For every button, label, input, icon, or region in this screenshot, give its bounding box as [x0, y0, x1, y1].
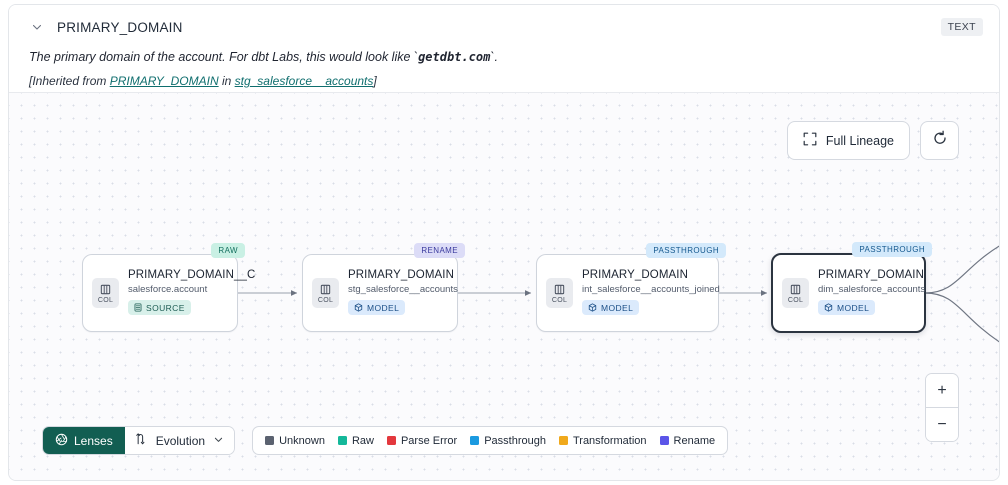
refresh-icon — [932, 130, 948, 151]
column-icon: COL — [312, 278, 339, 308]
node-type-badge: SOURCE — [128, 300, 191, 315]
column-icon-label: COL — [97, 296, 114, 304]
legend-swatch — [659, 436, 669, 445]
node-badge-label: SOURCE — [146, 302, 185, 313]
full-lineage-button[interactable]: Full Lineage — [786, 121, 910, 160]
column-icon-label: COL — [317, 296, 334, 304]
database-icon — [134, 303, 142, 312]
chevron-down-icon[interactable] — [29, 19, 45, 35]
legend-item-passthrough[interactable]: Passthrough — [470, 435, 546, 447]
column-icon: COL — [546, 278, 573, 308]
inherited-middle: in — [218, 73, 235, 88]
description-text: The primary domain of the account. For d… — [29, 50, 419, 64]
legend-swatch — [265, 436, 275, 445]
node-tag: RENAME — [414, 243, 465, 258]
inherited-model-link[interactable]: stg_salesforce__accounts — [234, 73, 374, 88]
legend-item-transformation[interactable]: Transformation — [558, 434, 647, 447]
legend-label: Transformation — [572, 434, 647, 447]
column-icon-label: COL — [787, 296, 804, 304]
node-badge-label: MODEL — [367, 302, 400, 313]
description-code: getdbt.com — [418, 50, 491, 64]
column-lineage-card: PRIMARY_DOMAIN TEXT The primary domain o… — [8, 4, 1000, 481]
zoom-out-button[interactable]: − — [926, 408, 958, 441]
node-type-badge: MODEL — [348, 300, 406, 315]
lens-segmented-control: Lenses Evolution — [42, 426, 236, 455]
cube-icon — [824, 303, 833, 312]
column-icon: COL — [782, 278, 809, 308]
legend-label: Unknown — [279, 434, 325, 447]
zoom-divider — [926, 407, 958, 408]
refresh-button[interactable] — [920, 121, 959, 160]
page-title: PRIMARY_DOMAIN — [57, 19, 183, 35]
node-name: PRIMARY_DOMAIN — [582, 269, 688, 281]
canvas-bottom-bar: Lenses Evolution — [42, 426, 729, 455]
type-badge: TEXT — [940, 18, 983, 36]
lineage-canvas[interactable]: RAW COL PRIMARY_DOMAIN__C salesforce.acc… — [9, 93, 999, 480]
cube-icon — [354, 303, 363, 312]
legend-swatch — [470, 436, 480, 445]
node-tag: RAW — [211, 243, 245, 258]
legend-item-raw[interactable]: Raw — [337, 434, 374, 447]
inherited-from: [Inherited from PRIMARY_DOMAIN in stg_sa… — [29, 74, 983, 88]
lineage-legend: Unknown Raw Parse Error Passthrough Tran… — [252, 426, 729, 455]
node-name: PRIMARY_DOMAIN__C — [128, 269, 256, 281]
node-tag: PASSTHROUGH — [646, 243, 726, 258]
lenses-label: Lenses — [74, 433, 113, 448]
inherited-prefix: [Inherited from — [29, 73, 110, 88]
lenses-button[interactable]: Lenses — [43, 427, 125, 454]
column-icon: COL — [92, 278, 119, 308]
node-source: dim_salesforce_accounts — [818, 284, 926, 295]
legend-item-parse-error[interactable]: Parse Error — [386, 434, 458, 447]
description-suffix: `. — [490, 50, 498, 64]
column-description: The primary domain of the account. For d… — [29, 49, 983, 66]
zoom-controls: + − — [925, 373, 959, 442]
legend-label: Rename — [673, 434, 716, 447]
node-badge-label: MODEL — [601, 302, 634, 313]
expand-icon — [803, 132, 817, 149]
inherited-column-link[interactable]: PRIMARY_DOMAIN — [109, 73, 219, 88]
node-source: salesforce.account — [128, 284, 208, 295]
legend-swatch — [337, 436, 347, 445]
zoom-in-button[interactable]: + — [926, 374, 958, 407]
lineage-node[interactable]: RENAME COL PRIMARY_DOMAIN stg_salesforce… — [302, 243, 465, 332]
evolution-dropdown[interactable]: Evolution — [124, 427, 235, 454]
node-name: PRIMARY_DOMAIN — [818, 269, 924, 281]
node-badge-label: MODEL — [837, 302, 870, 313]
legend-label: Raw — [351, 434, 374, 447]
node-tag: PASSTHROUGH — [852, 242, 932, 257]
legend-item-rename[interactable]: Rename — [659, 434, 716, 447]
lineage-node-selected[interactable]: PASSTHROUGH COL PRIMARY_DOMAIN dim_sales… — [771, 242, 932, 333]
node-source: stg_salesforce__accounts — [348, 284, 458, 295]
full-lineage-label: Full Lineage — [825, 133, 894, 148]
evolution-label: Evolution — [155, 433, 206, 448]
node-source: int_salesforce__accounts_joined — [582, 284, 720, 295]
evolution-icon — [135, 432, 148, 449]
lineage-node[interactable]: PASSTHROUGH COL PRIMARY_DOMAIN int_sales… — [536, 243, 726, 332]
legend-item-unknown[interactable]: Unknown — [265, 435, 325, 447]
legend-label: Passthrough — [484, 434, 546, 447]
canvas-toolbar: Full Lineage — [786, 121, 959, 160]
column-icon-label: COL — [551, 296, 568, 304]
node-type-badge: MODEL — [582, 300, 640, 315]
inherited-suffix: ] — [373, 73, 377, 88]
column-header: PRIMARY_DOMAIN TEXT The primary domain o… — [9, 5, 999, 93]
node-type-badge: MODEL — [818, 300, 876, 315]
legend-label: Parse Error — [400, 434, 458, 447]
cube-icon — [588, 303, 597, 312]
legend-swatch — [386, 436, 396, 445]
chevron-down-icon — [213, 434, 224, 448]
lineage-node[interactable]: RAW COL PRIMARY_DOMAIN__C salesforce.acc… — [82, 243, 256, 332]
aperture-icon — [55, 433, 68, 449]
legend-swatch — [558, 436, 568, 445]
node-name: PRIMARY_DOMAIN — [348, 269, 454, 281]
lineage-edges — [237, 245, 999, 343]
